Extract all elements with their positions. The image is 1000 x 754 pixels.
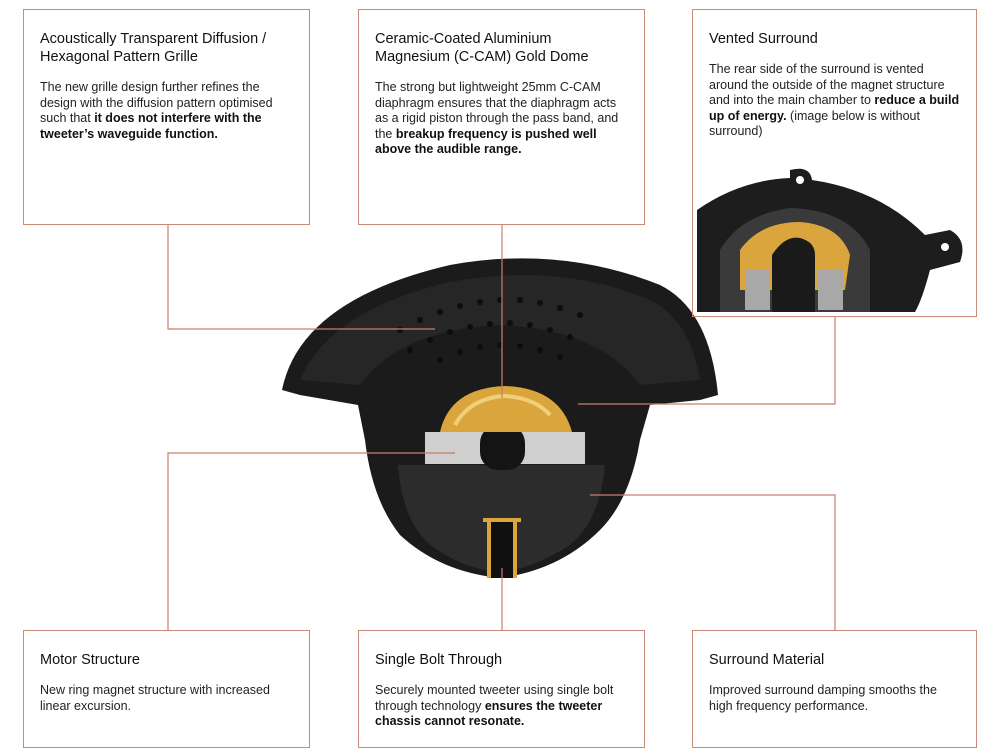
callout-title: Surround Material (709, 652, 825, 668)
body-text: The new grille design further refines th… (40, 80, 273, 125)
body-text: (image below is without surround) (709, 108, 920, 139)
callout-grille: Acoustically Transparent Diffusion / Hex… (23, 9, 310, 225)
callout-body: The strong but lightweight 25mm C-CAM di… (375, 80, 628, 158)
callout-title: Vented Surround (709, 31, 818, 47)
leader-line-vented-surround (578, 316, 836, 405)
callout-single-bolt: Single Bolt Through Securely mounted twe… (358, 630, 645, 748)
callout-surround-material: Surround Material Improved surround damp… (692, 630, 977, 748)
leader-line-grille (167, 224, 435, 330)
body-text: The rear side of the surround is vented … (709, 62, 945, 107)
body-text-bold: breakup frequency is pushed well above t… (375, 126, 597, 157)
callout-body: The rear side of the surround is vented … (709, 62, 960, 140)
body-text-bold: reduce a build up of energy. (709, 93, 960, 123)
callout-title: Single Bolt Through (375, 652, 503, 668)
callout-title: Ceramic-Coated Aluminium Magnesium (C-CA… (375, 31, 589, 65)
leader-line-surround-material (590, 494, 836, 630)
body-text-bold: it does not interfere with the tweeter’s… (40, 111, 262, 141)
callout-motor-structure: Motor Structure New ring magnet structur… (23, 630, 310, 748)
callout-dome: Ceramic-Coated Aluminium Magnesium (C-CA… (358, 9, 645, 225)
callout-body: New ring magnet structure with increased… (40, 683, 293, 714)
body-text: Securely mounted tweeter using single bo… (375, 683, 614, 713)
leader-line-motor (167, 452, 455, 630)
callout-body: The new grille design further refines th… (40, 80, 293, 142)
body-text-bold: ensures the tweeter chassis cannot reson… (375, 698, 603, 729)
body-text: The strong but lightweight 25mm C-CAM di… (375, 80, 619, 141)
callout-body: Securely mounted tweeter using single bo… (375, 683, 628, 730)
callout-vented-surround: Vented Surround The rear side of the sur… (692, 9, 977, 317)
callout-title: Motor Structure (40, 652, 140, 668)
body-text: Improved surround damping smooths the hi… (709, 683, 937, 713)
callout-body: Improved surround damping smooths the hi… (709, 683, 960, 714)
callout-title: Acoustically Transparent Diffusion / Hex… (40, 31, 267, 65)
body-text: New ring magnet structure with increased… (40, 683, 270, 713)
